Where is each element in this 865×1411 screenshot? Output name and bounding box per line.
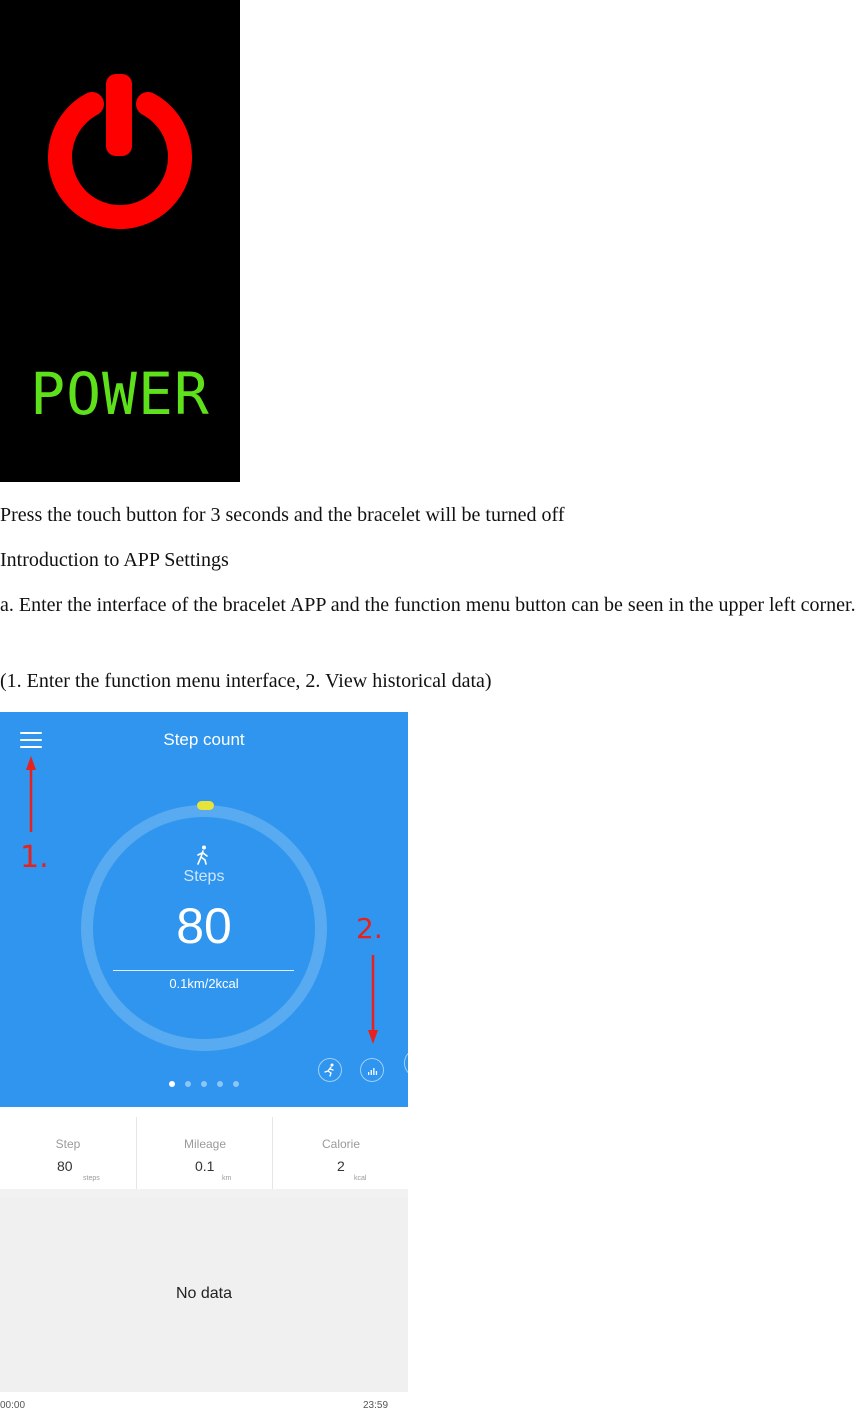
stat-value: 0.1 bbox=[195, 1158, 215, 1174]
axis-start-time: 00:00 bbox=[0, 1400, 26, 1411]
running-icon bbox=[324, 1063, 334, 1077]
instruction-legend: (1. Enter the function menu interface, 2… bbox=[0, 670, 492, 692]
bar-chart-icon bbox=[368, 1068, 378, 1075]
section-separator bbox=[0, 1189, 408, 1197]
stat-mileage: Mileage 0.1 km bbox=[136, 1117, 273, 1192]
stat-value: 80 bbox=[57, 1158, 73, 1174]
stat-label: Step bbox=[55, 1137, 81, 1151]
distance-calorie-summary: 0.1km/2kcal bbox=[169, 976, 239, 991]
sport-mode-button[interactable] bbox=[318, 1058, 342, 1082]
stat-unit: km bbox=[222, 1175, 232, 1182]
page-dot-1[interactable] bbox=[169, 1081, 175, 1087]
stat-unit: kcal bbox=[354, 1175, 367, 1182]
page-dot-5[interactable] bbox=[233, 1081, 239, 1087]
no-data-message: No data bbox=[175, 1285, 233, 1302]
ring-divider bbox=[113, 970, 294, 971]
axis-end-time: 23:59 bbox=[363, 1400, 389, 1411]
page-dot-2[interactable] bbox=[185, 1081, 191, 1087]
app-title: Step count bbox=[163, 730, 245, 749]
progress-indicator bbox=[197, 801, 214, 810]
steps-label: Steps bbox=[183, 868, 225, 885]
stat-label: Calorie bbox=[321, 1137, 360, 1151]
page-dot-4[interactable] bbox=[217, 1081, 223, 1087]
app-screenshot: Step count Steps 80 0.1km/2kcal bbox=[0, 712, 408, 1411]
hamburger-icon bbox=[20, 732, 42, 734]
stat-value: 2 bbox=[337, 1158, 345, 1174]
walking-icon bbox=[197, 845, 208, 865]
step-hero-panel: Step count Steps 80 0.1km/2kcal bbox=[0, 712, 408, 1107]
history-data-button[interactable] bbox=[360, 1058, 384, 1082]
instruction-power-off: Press the touch button for 3 seconds and… bbox=[0, 504, 565, 526]
stat-calorie: Calorie 2 kcal bbox=[272, 1117, 408, 1192]
menu-button[interactable] bbox=[20, 732, 42, 748]
steps-value: 80 bbox=[176, 898, 232, 954]
page-dot-3[interactable] bbox=[201, 1081, 207, 1087]
section-heading-app-settings: Introduction to APP Settings bbox=[0, 549, 229, 571]
stat-unit: steps bbox=[83, 1175, 100, 1182]
stat-step: Step 80 steps bbox=[0, 1117, 136, 1192]
stat-label: Mileage bbox=[183, 1137, 227, 1151]
power-icon bbox=[48, 74, 192, 230]
power-panel: POWER bbox=[0, 0, 240, 482]
instruction-menu-button: a. Enter the interface of the bracelet A… bbox=[0, 594, 856, 616]
progress-ring bbox=[26, 756, 378, 1051]
daily-chart-area: No data bbox=[0, 1197, 408, 1392]
stats-row: Step 80 steps Mileage 0.1 km Calorie 2 k… bbox=[0, 1117, 408, 1192]
annotation-label-1: 1. bbox=[20, 840, 49, 875]
power-label: POWER bbox=[30, 360, 210, 428]
annotation-label-2: 2. bbox=[356, 912, 383, 945]
